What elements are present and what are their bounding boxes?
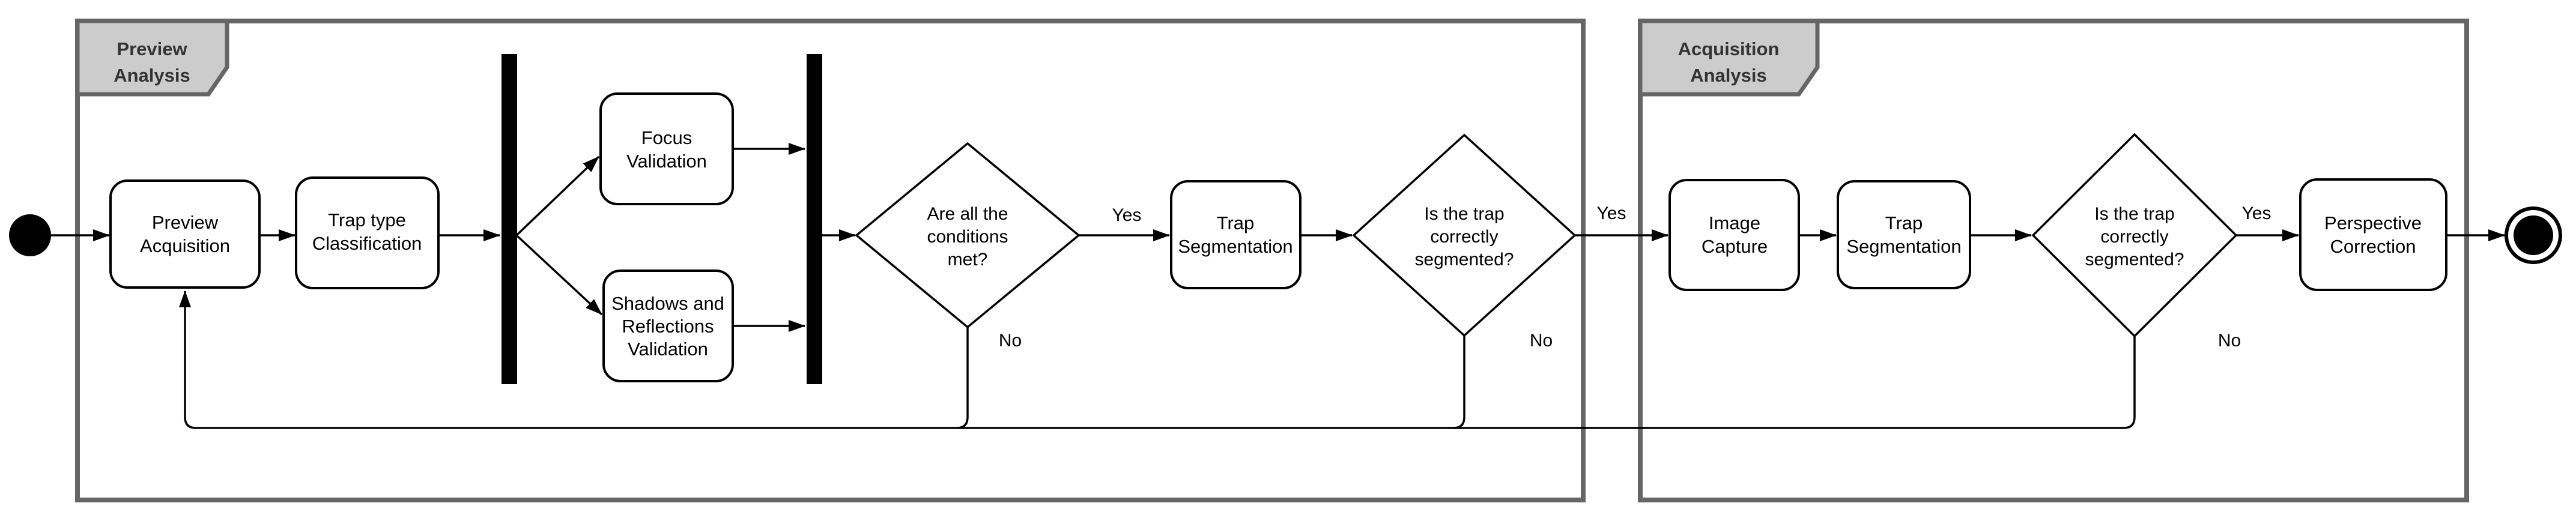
end-node [2505,206,2562,264]
activity-preview-acquisition-shape [109,179,261,289]
activity-focus-validation-shape [599,92,734,205]
activity-perspective-correction-shape [2299,178,2447,291]
edge-label-segmented-preview-yes: Yes [1597,203,1626,223]
activity-trap-type-classification: Trap type Classification [295,176,440,289]
activity-perspective-correction-label-line1: Perspective [2324,212,2422,233]
decision-segmented-preview-label-line2: correctly [1430,227,1498,247]
decision-segmented-preview-shape [1352,133,1577,337]
activity-trap-segmentation-acquisition-label-line2: Segmentation [1846,236,1961,257]
activity-shadows-reflections-validation: Shadows and Reflections Validation [602,270,734,382]
return-flow-preview-segmented-no [1453,336,1465,429]
activity-focus-validation-label-line1: Focus [641,127,692,148]
activity-trap-segmentation-preview-shape [1170,180,1302,289]
activity-trap-type-classification-shape [295,176,440,289]
activity-image-capture-label-line2: Capture [1702,236,1768,257]
activity-shadows-reflections-validation-label-line2: Reflections [622,316,714,337]
activity-trap-segmentation-preview: Trap Segmentation [1170,180,1302,289]
activity-trap-segmentation-preview-label-line1: Trap [1217,212,1255,233]
preview-frame: Preview Analysis [75,19,1586,502]
preview-frame-tab [75,19,229,97]
preview-frame-title-line2: Analysis [114,65,190,86]
activity-perspective-correction: Perspective Correction [2299,178,2447,291]
decision-conditions-met: Are all the conditions met? [855,142,1080,329]
end-node-inner-dot [2514,215,2553,255]
flow-fork-to-shadows-validation [515,234,603,316]
activity-shadows-reflections-validation-shape [602,270,734,382]
activity-image-capture-shape [1668,179,1800,291]
activity-image-capture-label-line1: Image [1709,212,1760,233]
edge-label-segmented-preview-no: No [1530,331,1553,351]
activity-trap-type-classification-label-line2: Classification [312,233,422,254]
decision-segmented-acquisition: Is the trap correctly segmented? [2031,133,2238,338]
acquisition-frame-tab [1638,19,1820,97]
edge-label-conditions-yes: Yes [1112,205,1142,225]
edge-label-conditions-no: No [999,331,1022,351]
decision-segmented-preview: Is the trap correctly segmented? [1352,133,1577,337]
acquisition-frame-title-line1: Acquisition [1678,38,1780,59]
decision-conditions-met-label-line1: Are all the [927,204,1008,224]
decision-segmented-acquisition-label-line2: correctly [2100,227,2168,247]
fork-bar [502,54,517,384]
activity-trap-segmentation-acquisition-label-line1: Trap [1885,212,1923,233]
decision-conditions-met-label-line3: met? [948,250,988,270]
edge-label-segmented-acquisition-no: No [2218,331,2241,351]
edge-label-segmented-acquisition-yes: Yes [2242,203,2271,223]
start-node [9,214,51,256]
activity-trap-segmentation-acquisition: Trap Segmentation [1837,180,1971,289]
decision-segmented-preview-label-line1: Is the trap [1424,204,1504,224]
activity-trap-segmentation-preview-label-line2: Segmentation [1178,236,1293,257]
activity-image-capture: Image Capture [1668,179,1800,291]
activity-preview-acquisition-label-line2: Acquisition [140,235,230,256]
return-flow-acquisition-no [179,291,2136,429]
activity-preview-acquisition: Preview Acquisition [109,179,261,289]
join-bar [807,54,822,384]
acquisition-frame: Acquisition Analysis [1638,19,2469,502]
acquisition-frame-border [1638,19,2469,502]
activity-focus-validation-label-line2: Validation [626,151,707,172]
decision-conditions-met-label-line2: conditions [927,227,1008,247]
activity-preview-acquisition-label-line1: Preview [152,212,219,233]
activity-shadows-reflections-validation-label-line1: Shadows and [611,293,724,314]
decision-segmented-preview-label-line3: segmented? [1414,250,1514,270]
activity-trap-segmentation-acquisition-shape [1837,180,1971,289]
preview-frame-title-line1: Preview [117,38,187,59]
activity-shadows-reflections-validation-label-line3: Validation [628,339,708,360]
decision-conditions-met-shape [855,142,1080,329]
acquisition-frame-title-line2: Analysis [1690,65,1767,86]
preview-frame-border [75,19,1586,502]
return-flow-conditions-no [956,327,969,429]
activity-focus-validation: Focus Validation [599,92,734,205]
activity-perspective-correction-label-line2: Correction [2330,236,2416,257]
decision-segmented-acquisition-shape [2031,133,2238,338]
flow-fork-to-focus-validation [515,155,600,236]
activity-trap-type-classification-label-line1: Trap type [328,209,406,230]
decision-segmented-acquisition-label-line1: Is the trap [2094,204,2174,224]
decision-segmented-acquisition-label-line3: segmented? [2085,250,2184,270]
